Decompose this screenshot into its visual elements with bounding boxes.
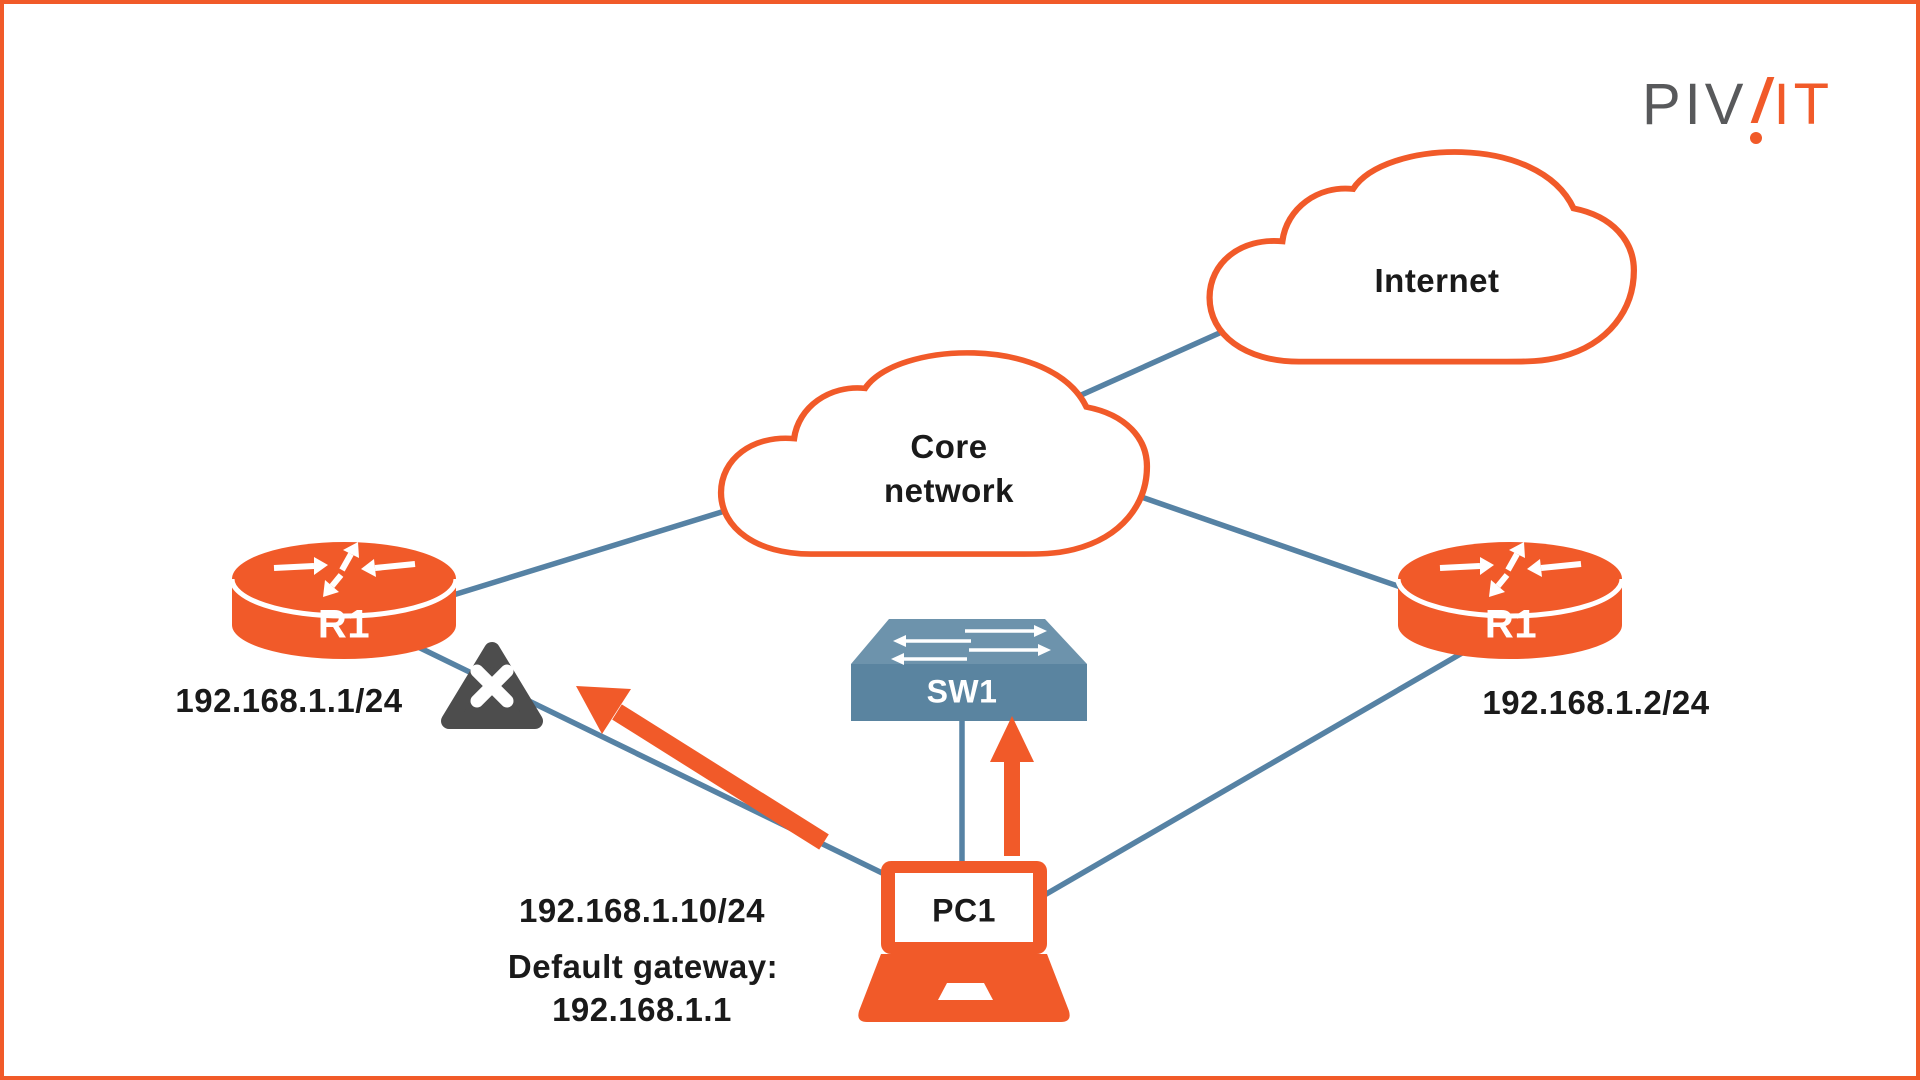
router-right-icon (1395, 542, 1625, 659)
pc-label: PC1 (932, 892, 996, 929)
router-left-ip-label: 192.168.1.1/24 (175, 682, 403, 719)
diagram-art (229, 4, 1920, 1022)
pc-ip-label: 192.168.1.10/24 (518, 892, 766, 929)
traffic-arrows-group (576, 686, 1034, 856)
traffic-arrow-to-switch-head (990, 716, 1034, 762)
switch-icon (851, 619, 1087, 721)
router-right-body (1398, 542, 1622, 659)
logo-text-piv: PIV (1642, 72, 1748, 137)
link-pc-router-right (1027, 646, 1471, 907)
internet-cloud-icon (1210, 152, 1634, 362)
switch-arrows-icon (891, 625, 1051, 665)
traffic-arrow-to-gateway-shaft (612, 704, 829, 850)
switch-label: SW1 (926, 673, 998, 710)
router-right-ip-label: 192.168.1.2/24 (1482, 684, 1710, 721)
link-core-router-left (423, 499, 755, 607)
router-left-body (232, 542, 456, 659)
switch-front-face (851, 664, 1087, 721)
core-label-line1: Core (910, 428, 988, 465)
pivit-logo: PIV IT (1642, 76, 1833, 146)
link-failure-marker-icon (441, 642, 543, 729)
router-right-arrows-icon (1439, 542, 1582, 597)
pc-gateway-value: 192.168.1.1 (552, 991, 732, 1028)
core-network-label: Core network (884, 425, 1014, 513)
laptop-screen (895, 873, 1033, 942)
router-right-seam (1395, 578, 1625, 619)
router-left-arrows-icon (273, 542, 416, 597)
internet-label: Internet (1374, 262, 1500, 299)
logo-slash-icon (1748, 76, 1774, 146)
core-label-line2: network (883, 472, 1015, 509)
logo-slash-bar (1750, 77, 1774, 123)
link-core-internet (1077, 319, 1246, 399)
router-left-icon (229, 542, 459, 659)
laptop-touchpad (938, 983, 993, 1000)
failure-x-icon (470, 664, 514, 708)
logo-dot (1749, 132, 1762, 144)
traffic-arrow-to-gateway-head (576, 686, 631, 734)
logo-text-it: IT (1773, 72, 1834, 137)
pc-laptop-icon (858, 861, 1070, 1022)
pc-gateway-label: Default gateway: (507, 948, 779, 985)
router-right-label: R1 (1484, 602, 1538, 647)
router-left-label: R1 (317, 602, 371, 647)
router-left-seam (229, 578, 459, 619)
